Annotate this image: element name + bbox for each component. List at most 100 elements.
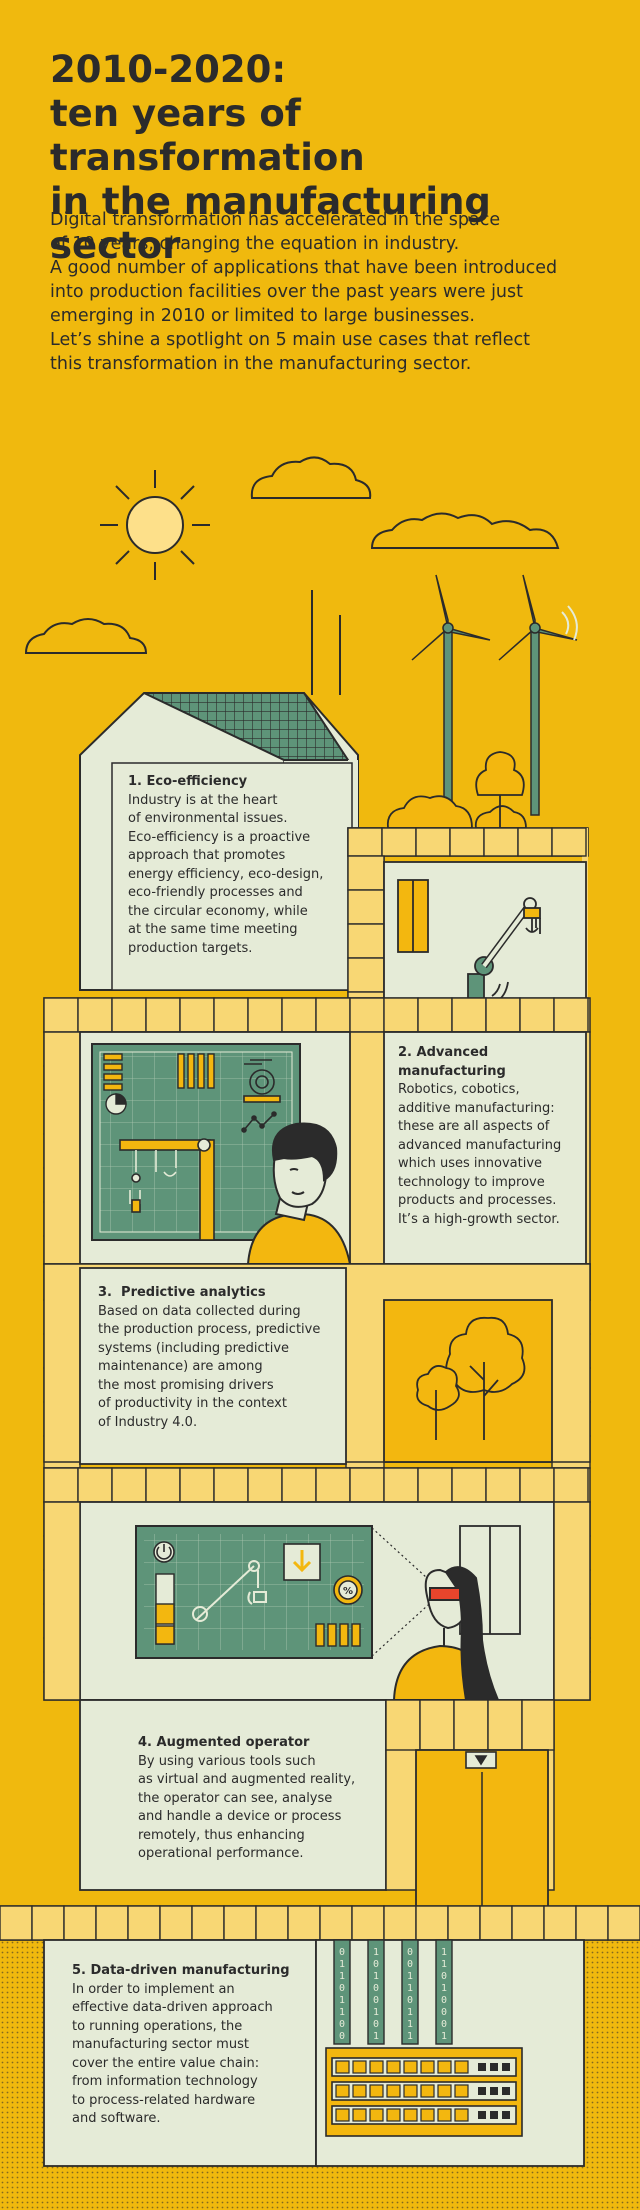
rack-slot — [369, 2084, 384, 2098]
brick — [0, 1905, 33, 1941]
tree-icon — [416, 1316, 526, 1440]
binary-digit: 0 — [407, 1947, 413, 1958]
title-line-1: 2010-2020: — [50, 48, 287, 91]
binary-digit: 0 — [441, 1971, 447, 1982]
card-1-line: at the same time meeting — [128, 922, 298, 937]
brick — [383, 1905, 417, 1941]
page-title: 2010-2020: ten years of transformation i… — [50, 48, 610, 268]
card-1-line: of environmental issues. — [128, 811, 288, 826]
brick — [213, 997, 249, 1033]
brick — [415, 827, 451, 857]
card-4-line: and handle a device or process — [138, 1809, 342, 1824]
rack-led — [502, 2111, 510, 2119]
brick — [191, 1905, 225, 1941]
card-2-line: technology to improve — [398, 1174, 545, 1190]
rack-slot — [454, 2084, 469, 2098]
rack-slot — [403, 2084, 418, 2098]
robot-arm-icon — [467, 897, 541, 1003]
brick — [519, 997, 555, 1033]
binary-digit: 0 — [373, 1983, 379, 1994]
brick — [43, 997, 79, 1033]
brick — [553, 1467, 589, 1503]
rack-led — [478, 2063, 486, 2071]
brick — [449, 827, 485, 857]
brick — [127, 1905, 161, 1941]
binary-digit: 1 — [373, 1971, 379, 1982]
bar-chart-icon — [103, 1053, 215, 1115]
brick — [247, 1467, 283, 1503]
binary-digit: 1 — [441, 1947, 447, 1958]
brick — [417, 1467, 453, 1503]
brick — [349, 1467, 385, 1503]
brick — [543, 1905, 577, 1941]
intro-line: into production facilities over the past… — [50, 282, 523, 302]
binary-digit: 0 — [339, 2031, 345, 2042]
card-data-driven — [43, 1939, 317, 2167]
card-5-heading: 5. Data-driven manufacturing — [72, 1963, 290, 1978]
brick — [553, 997, 589, 1033]
brick — [145, 997, 181, 1033]
sun-icon — [100, 470, 210, 580]
rack-slot — [403, 2108, 418, 2122]
brick — [351, 1905, 385, 1941]
rack-slot — [352, 2108, 367, 2122]
brick — [43, 1467, 79, 1503]
card-5-line: to process-related hardware — [72, 2092, 256, 2108]
binary-digit: 1 — [441, 1983, 447, 1994]
brick — [415, 1905, 449, 1941]
rack-slot — [352, 2060, 367, 2074]
card-1-line: Industry is at the heart — [128, 792, 278, 808]
brick — [551, 827, 587, 857]
rack-led — [490, 2063, 498, 2071]
card-3-line: the most promising drivers — [98, 1377, 274, 1393]
brick — [77, 1467, 113, 1503]
bar-chart-icon — [315, 1623, 361, 1647]
intro-line: of 10 years, changing the equation in in… — [50, 234, 460, 254]
intro-paragraph: Digital transformation has accelerated i… — [50, 208, 610, 376]
brick — [347, 827, 383, 857]
percent-symbol: % — [343, 1586, 353, 1597]
brick — [451, 1467, 487, 1503]
brick — [347, 957, 385, 993]
elevator-indicator-icon — [465, 1751, 497, 1769]
brick — [213, 1467, 249, 1503]
cloud-icon — [370, 512, 560, 549]
rack-led — [502, 2087, 510, 2095]
brick — [347, 991, 385, 999]
brick — [159, 1905, 193, 1941]
brick — [145, 1467, 181, 1503]
binary-digit: 1 — [407, 2019, 413, 2030]
brick — [349, 997, 385, 1033]
brick-row — [385, 1699, 555, 1751]
card-5-line: effective data-driven approach — [72, 2000, 273, 2015]
wind-turbine-icon — [411, 574, 491, 816]
intro-line: Let’s shine a spotlight on 5 main use ca… — [50, 330, 530, 350]
card-2-heading: manufacturing — [398, 1063, 506, 1079]
brick — [287, 1905, 321, 1941]
cloud-icon — [250, 456, 372, 499]
binary-digit: 0 — [407, 1959, 413, 1970]
brick — [485, 1467, 521, 1503]
brick — [347, 855, 385, 891]
brick — [95, 1905, 129, 1941]
binary-digit: 0 — [407, 1995, 413, 2006]
brick — [111, 1467, 147, 1503]
card-3-line: of productivity in the context — [98, 1396, 287, 1411]
card-predictive-analytics — [79, 1267, 347, 1465]
rack-led — [478, 2087, 486, 2095]
rack-slot — [352, 2084, 367, 2098]
binary-column — [367, 1939, 385, 2045]
brick-row — [43, 1467, 589, 1503]
brick — [179, 997, 215, 1033]
rack-led — [502, 2063, 510, 2071]
gauge-icon — [241, 1059, 281, 1133]
card-2-heading: 2. Advanced — [398, 1045, 489, 1060]
binary-digit: 1 — [441, 2031, 447, 2042]
binary-digit: 1 — [339, 1971, 345, 1982]
title-line-2: ten years of transformation — [50, 92, 365, 179]
rack-slot — [437, 2060, 452, 2074]
card-2-line: advanced manufacturing — [398, 1137, 562, 1153]
card-2-text: 2. Advanced manufacturing Robotics, cobo… — [398, 1044, 584, 1229]
binary-digit: 0 — [373, 2019, 379, 2030]
card-3-line: maintenance) are among — [98, 1359, 263, 1374]
